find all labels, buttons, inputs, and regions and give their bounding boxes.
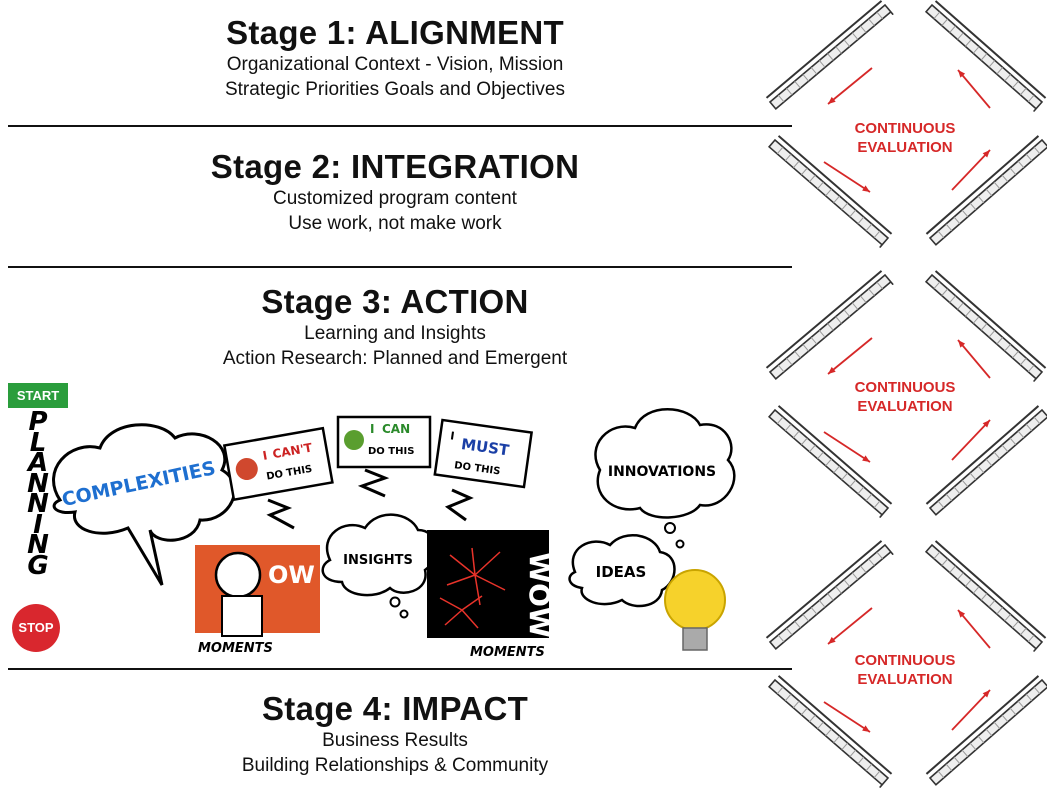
start-badge: START — [8, 383, 68, 408]
red-arrow-icon — [957, 609, 991, 649]
divider — [8, 266, 792, 268]
escalator-icon — [765, 270, 894, 381]
planning-vertical-text: P L A N N I N G — [18, 407, 58, 581]
must-i: I — [449, 429, 455, 442]
red-arrow-icon — [957, 69, 991, 109]
can-sign: I CAN DO THIS — [336, 415, 432, 469]
cant-i: I — [262, 448, 269, 463]
planning-letter: G — [27, 550, 49, 581]
evaluation-line-2: EVALUATION — [857, 671, 953, 688]
moments-label-1: MOMENTS — [198, 641, 273, 656]
stage-2-line-2: Use work, not make work — [288, 213, 502, 234]
escalator-icon — [765, 0, 894, 111]
stage-2: Stage 2: INTEGRATION Customized program … — [0, 148, 790, 236]
evaluation-line-2: EVALUATION — [857, 139, 953, 156]
innovations-label: INNOVATIONS — [608, 464, 716, 480]
evaluation-line-1: CONTINUOUS — [854, 379, 956, 396]
stage-1-title: Stage 1: ALIGNMENT — [226, 14, 564, 51]
complexities-cloud: COMPLEXITIES — [52, 423, 236, 586]
ideas-label: IDEAS — [596, 563, 647, 581]
evaluation-line-1: CONTINUOUS — [854, 120, 956, 137]
evaluation-line-2: EVALUATION — [857, 398, 953, 415]
stage-4: Stage 4: IMPACT Business Results Buildin… — [0, 690, 790, 778]
red-arrow-icon — [951, 419, 991, 461]
stage-3-line-1: Learning and Insights — [304, 323, 486, 344]
planning-letter: P — [28, 407, 48, 437]
insights-label: INSIGHTS — [343, 553, 413, 568]
thumbs-up-icon — [344, 430, 364, 450]
red-arrow-icon — [827, 607, 873, 645]
continuous-evaluation-2: CONTINUOUS EVALUATION — [830, 378, 980, 416]
divider — [8, 668, 792, 670]
planning-letter: N — [27, 489, 49, 519]
divider — [8, 125, 792, 127]
escalator-icon — [924, 540, 1047, 652]
stage-4-line-2: Building Relationships & Community — [241, 755, 549, 776]
cant-word: CAN'T — [271, 440, 314, 461]
stage-2-line-1: Customized program content — [273, 188, 517, 209]
red-arrow-icon — [823, 701, 871, 733]
escalator-icon — [924, 0, 1047, 112]
light-bulb-icon — [664, 569, 726, 651]
planning-letter: L — [29, 427, 47, 458]
red-arrow-icon — [827, 337, 873, 375]
continuous-evaluation-1: CONTINUOUS EVALUATION — [830, 119, 980, 157]
fireworks-icon — [439, 547, 506, 629]
evaluation-line-1: CONTINUOUS — [854, 652, 956, 669]
cant-sign: I CAN'T DO THIS — [222, 426, 334, 502]
moments-label-2: MOMENTS — [470, 645, 545, 660]
stage-3-line-2: Action Research: Planned and Emergent — [222, 348, 568, 369]
stop-sign: STOP — [12, 604, 60, 652]
planning-letter: N — [27, 530, 49, 560]
stage-3-illustration: COMPLEXITIES I CAN'T DO THIS I CAN DO TH… — [52, 408, 736, 660]
red-arrow-icon — [827, 67, 873, 105]
stage-3-title: Stage 3: ACTION — [261, 283, 529, 320]
escalator-icon — [767, 675, 893, 788]
ow-label: OW — [268, 561, 315, 589]
escalator-icon — [925, 675, 1047, 786]
escalator-icon — [767, 135, 893, 248]
wow-moments: WOW MOMENTS — [427, 530, 556, 660]
stage-1: Stage 1: ALIGNMENT Organizational Contex… — [0, 14, 790, 102]
ow-moments: OW MOMENTS — [195, 545, 320, 656]
stage-4-line-1: Business Results — [322, 730, 468, 751]
wow-label: WOW — [523, 552, 556, 638]
stage-4-title: Stage 4: IMPACT — [261, 690, 529, 727]
planning-letter: I — [33, 509, 43, 540]
planning-letter: N — [27, 468, 49, 499]
stage-1-line-1: Organizational Context - Vision, Mission — [226, 54, 564, 75]
insights-cloud: INSIGHTS — [321, 513, 437, 619]
escalator-icon — [924, 270, 1047, 382]
must-sign: I MUST DO THIS — [433, 418, 534, 489]
escalator-icon — [767, 405, 893, 518]
continuous-evaluation-3: CONTINUOUS EVALUATION — [830, 651, 980, 689]
red-arrow-icon — [957, 339, 991, 379]
can-do-this: DO THIS — [368, 446, 414, 457]
stage-3: Stage 3: ACTION Learning and Insights Ac… — [0, 283, 790, 371]
stage-2-title: Stage 2: INTEGRATION — [210, 148, 580, 185]
planning-letter: A — [27, 448, 49, 478]
red-arrow-icon — [823, 431, 871, 463]
escalator-icon — [925, 405, 1047, 516]
red-arrow-icon — [823, 161, 871, 193]
thumbs-down-icon — [235, 458, 258, 481]
stage-1-line-2: Strategic Priorities Goals and Objective… — [224, 79, 566, 100]
can-word: CAN — [382, 422, 410, 436]
can-i: I — [370, 422, 374, 436]
escalator-icon — [765, 540, 894, 651]
innovations-cloud: INNOVATIONS — [594, 408, 736, 549]
red-arrow-icon — [951, 149, 991, 191]
red-arrow-icon — [951, 689, 991, 731]
ideas-cloud: IDEAS — [568, 534, 676, 608]
escalator-icon — [925, 135, 1047, 246]
